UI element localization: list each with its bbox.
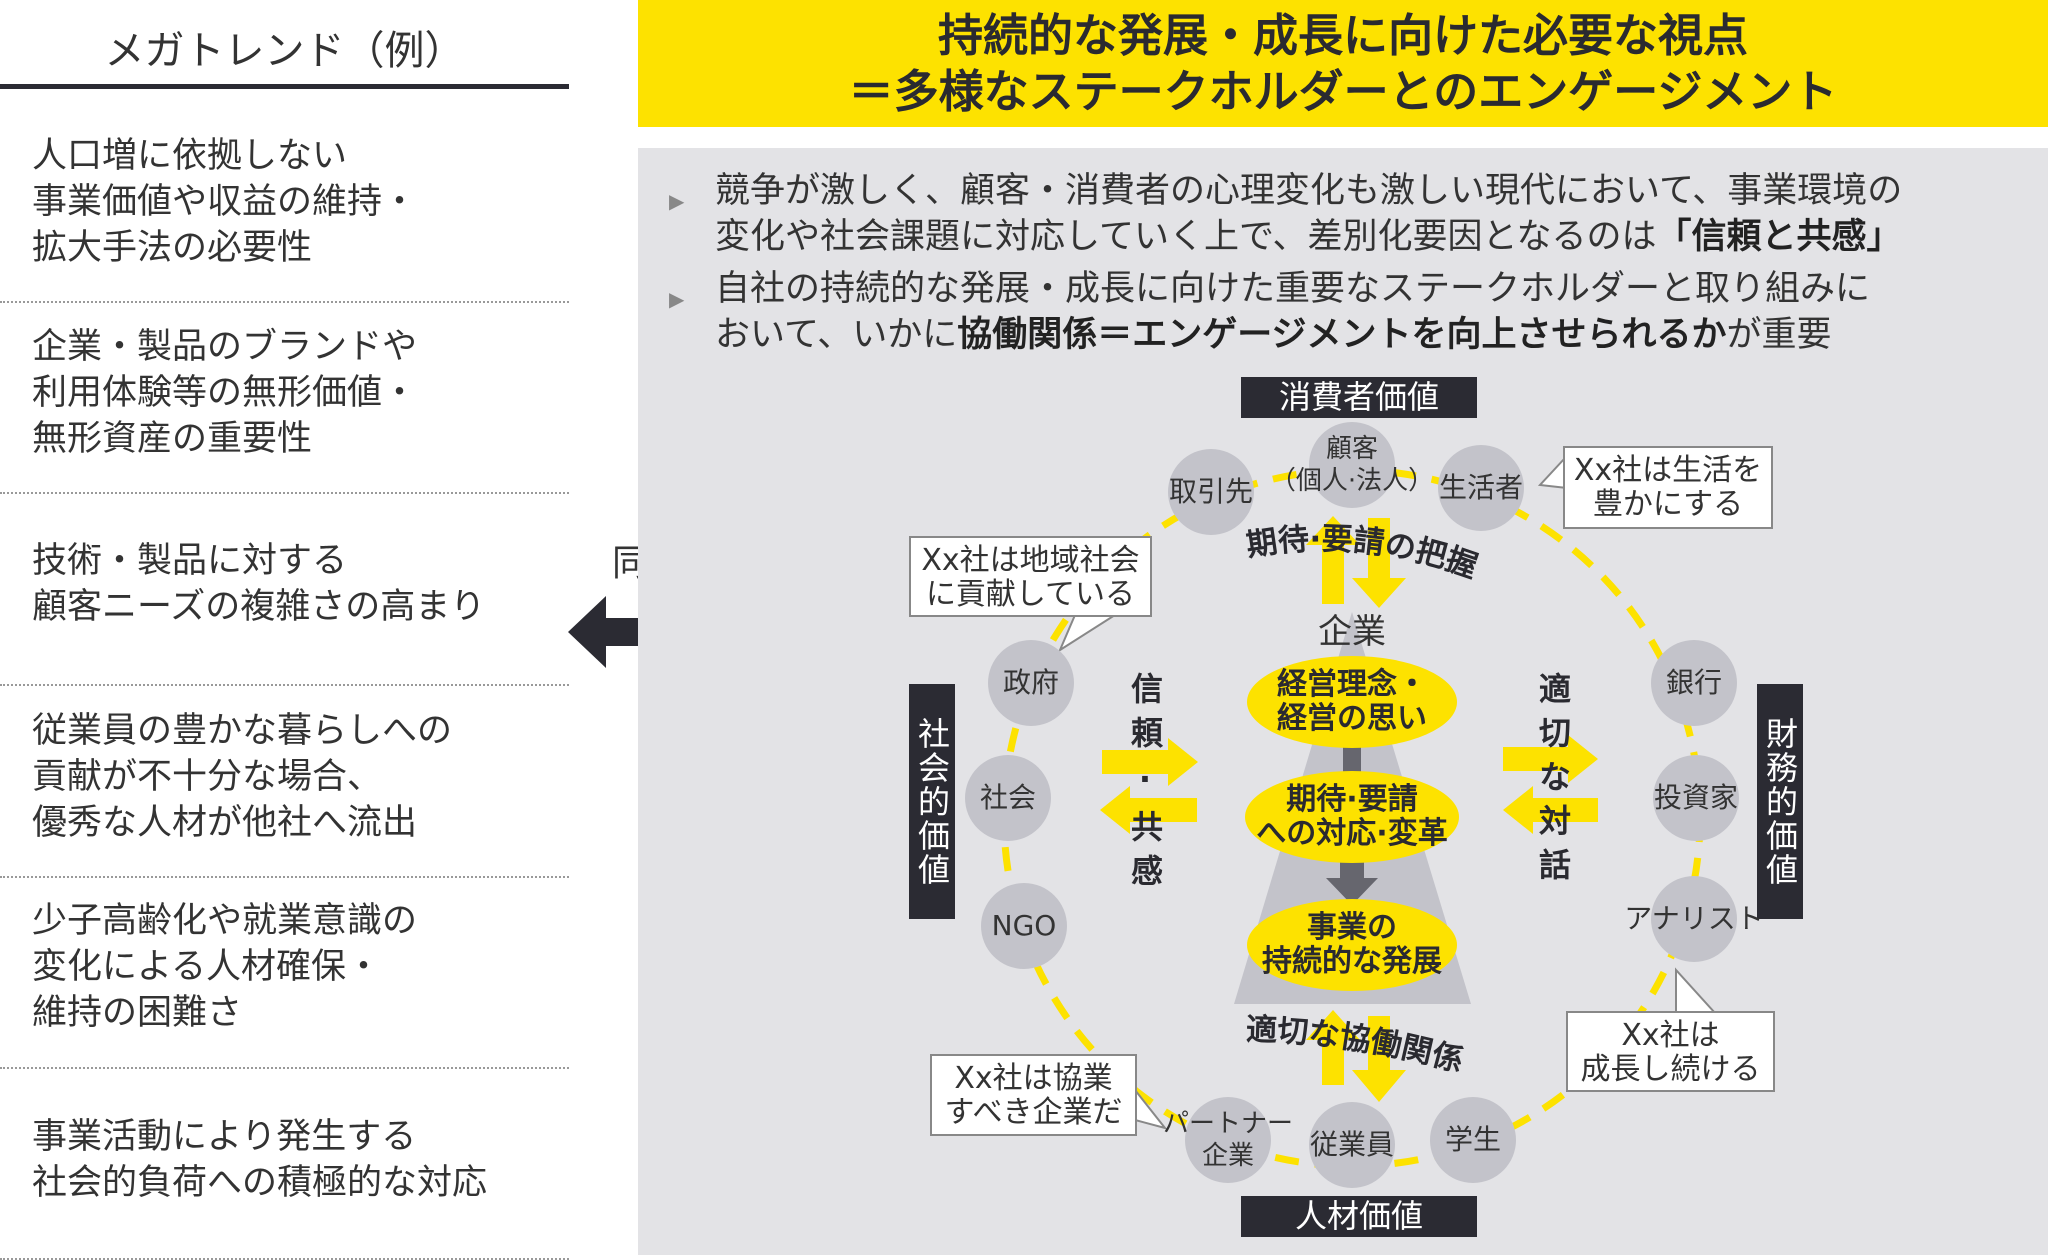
divider [0,1067,569,1069]
down-arrow-icon [1352,1016,1406,1102]
bullet-1: ▶ 競争が激しく、顧客・消費者の心理変化も激しい現代において、事業環境の 変化や… [669,168,1903,260]
node-analysts: アナリスト [1624,876,1764,962]
social-value-label: 社会的価値 [909,684,955,919]
header-line1: 持続的な発展・成長に向けた必要な視点 [937,9,1748,62]
right-arrow-icon [1102,738,1198,786]
callout-community-contribution: Xx社は地域社会 に貢献している [909,536,1152,617]
callout-continuous-growth: Xx社は 成長し続ける [1566,1011,1775,1092]
response-transformation: 期待·要請 への対応·変革 [1245,771,1459,863]
bullet-triangle-icon: ▶ [669,189,685,213]
node-consumers: 生活者 [1438,445,1524,531]
left-arrow-icon [1100,786,1197,834]
node-customers: 顧客 （個人·法人） [1270,422,1434,508]
divider [0,301,569,303]
header-line2: ＝多様なステークホルダーとのエンゲージメント [848,65,1838,118]
node-banks: 銀行 [1651,640,1737,726]
bullet-text-plain: が重要 [1726,315,1832,355]
company-label: 企業 [1318,612,1386,652]
management-philosophy: 経営理念・ 経営の思い [1247,656,1457,748]
node-investors: 投資家 [1653,755,1739,841]
bullet-text-bold: 「信頼と共感」 [1656,217,1902,257]
up-arrow-icon [1306,1010,1360,1085]
bullet-triangle-icon: ▶ [669,287,685,311]
divider [0,684,569,686]
arrow-label-bottom: 適切な協働関係 [1245,1012,1467,1080]
trend-item: 事業活動により発生する 社会的負荷への積極的な対応 [32,1117,488,1203]
title-divider [0,84,569,89]
arrow-label-collaboration: 適切な協働関係 [1245,1012,1467,1080]
consumer-value-label: 消費者価値 [1241,377,1477,418]
bullet-text-plain: おいて、いかに [715,315,958,355]
node-students: 学生 [1430,1097,1516,1183]
bullet-text: 自社の持続的な発展・成長に向けた重要なステークホルダーと取り組みに [715,269,1871,309]
trend-item: 従業員の豊かな暮らしへの 貢献が不十分な場合、 優秀な人材が他社へ流出 [32,711,453,843]
callout-tail [1057,614,1119,653]
down-arrow-icon [1352,518,1406,608]
arrow-label-expectations: 期待·要請の把握 [1244,521,1482,585]
bullet-text: 変化や社会課題に対応していく上で、差別化要因となるのは「信頼と共感」 [715,214,1902,260]
node-society: 社会 [965,755,1051,841]
financial-value-label: 財務的価値 [1757,684,1803,919]
node-business-partners: 取引先 [1168,449,1254,535]
trend-item: 人口増に依拠しない 事業価値や収益の維持・ 拡大手法の必要性 [32,136,418,268]
human-capital-value-label: 人材価値 [1241,1196,1477,1237]
left-panel-title: メガトレンド（例） [104,28,465,74]
arrow-label-top: 期待·要請の把握 [1244,521,1482,585]
sustainable-development: 事業の 持続的な発展 [1247,899,1457,991]
callout-tail [1134,1087,1168,1130]
header-banner: 持続的な発展・成長に向けた必要な視点 ＝多様なステークホルダーとのエンゲージメン… [638,0,2048,127]
callout-collaboration-partner: Xx社は協業 すべき企業だ [930,1054,1137,1136]
right-arrow-icon [1503,735,1598,783]
arrow-label-trust-empathy: 信頼·共感 [1126,672,1164,898]
node-partner-companies: パートナー 企業 [1163,1097,1293,1183]
trend-item: 企業・製品のブランドや 利用体験等の無形価値・ 無形資産の重要性 [32,327,418,459]
divider [0,876,569,878]
bullet-text-plain: 変化や社会課題に対応していく上で、差別化要因となるのは [715,217,1657,257]
node-ngo: NGO [981,883,1067,969]
bullet-text: 競争が激しく、顧客・消費者の心理変化も激しい現代において、事業環境の [715,171,1903,211]
up-arrow-icon [1306,516,1360,604]
trend-item: 技術・製品に対する 顧客ニーズの複雑さの高まり [32,541,486,627]
down-arrow-icon [1326,855,1378,905]
callout-enrich-lives: Xx社は生活を 豊かにする [1563,446,1773,529]
left-arrow-icon [1503,786,1598,834]
bullet-text: おいて、いかに協働関係＝エンゲージメントを向上させられるかが重要 [715,312,1870,358]
bullet-text-bold: 協働関係＝エンゲージメントを向上させられるか [957,315,1727,355]
bullet-2: ▶ 自社の持続的な発展・成長に向けた重要なステークホルダーと取り組みに おいて、… [669,266,1871,358]
divider [0,492,569,494]
callout-tail [1675,967,1718,1014]
arrow-label-dialogue: 適切な対話 [1534,672,1572,892]
trend-item: 少子高齢化や就業意識の 変化による人材確保・ 維持の困難さ [32,901,418,1033]
node-employees: 従業員 [1309,1102,1395,1188]
node-government: 政府 [988,640,1074,726]
